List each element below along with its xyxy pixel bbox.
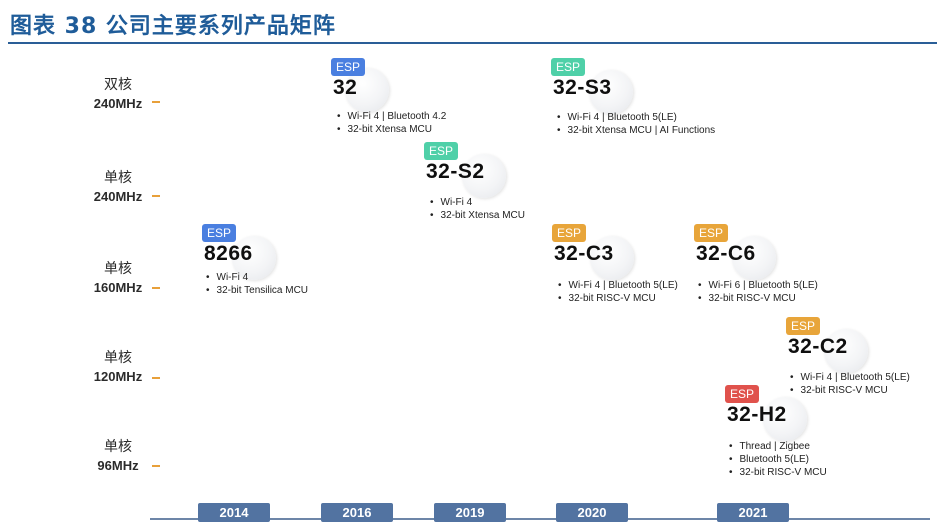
chip-name: 32-C3	[554, 242, 614, 265]
chip-badge: ESP	[551, 58, 585, 76]
year-label: 2016	[321, 503, 393, 522]
chip-name: 32-C2	[788, 335, 848, 358]
chip-features-esp32: Wi-Fi 4 | Bluetooth 4.2 32-bit Xtensa MC…	[337, 110, 447, 136]
row-tick	[152, 287, 160, 289]
row-tick	[152, 195, 160, 197]
feature-item: 32-bit Xtensa MCU	[430, 209, 525, 222]
feature-item: Wi-Fi 4 | Bluetooth 4.2	[337, 110, 447, 123]
row-cores: 单核	[104, 261, 132, 277]
feature-item: 32-bit Tensilica MCU	[206, 284, 309, 297]
row-tick	[152, 377, 160, 379]
feature-item: Wi-Fi 4 | Bluetooth 5(LE)	[558, 279, 678, 292]
feature-item: 32-bit RISC-V MCU	[558, 292, 678, 305]
chip-badge: ESP	[694, 224, 728, 242]
feature-item: 32-bit RISC-V MCU	[790, 384, 910, 397]
figure-title: 图表 38 公司主要系列产品矩阵	[10, 14, 336, 39]
feature-item: 32-bit RISC-V MCU	[698, 292, 818, 305]
row-cores: 单核	[104, 170, 132, 186]
row-freq: 96MHz	[97, 458, 139, 473]
chip-name: 8266	[204, 242, 253, 265]
chip-name: 32-S2	[426, 160, 485, 183]
year-label: 2021	[717, 503, 789, 522]
chip-features-esp32-s3: Wi-Fi 4 | Bluetooth 5(LE) 32-bit Xtensa …	[557, 111, 716, 137]
feature-item: Thread | Zigbee	[729, 440, 827, 453]
chip-badge: ESP	[424, 142, 458, 160]
row-freq: 240MHz	[93, 189, 143, 204]
row-cores: 单核	[104, 350, 132, 366]
title-divider	[8, 42, 937, 44]
chip-badge: ESP	[552, 224, 586, 242]
chip-circle	[590, 236, 634, 280]
feature-item: 32-bit RISC-V MCU	[729, 466, 827, 479]
feature-item: Bluetooth 5(LE)	[729, 453, 827, 466]
year-label: 2014	[198, 503, 270, 522]
chip-badge: ESP	[202, 224, 236, 242]
row-tick	[152, 101, 160, 103]
chip-name: 32	[333, 76, 358, 99]
feature-item: Wi-Fi 4	[430, 196, 525, 209]
chip-name: 32-S3	[553, 76, 612, 99]
feature-item: 32-bit Xtensa MCU	[337, 123, 446, 136]
row-cores: 单核	[104, 439, 132, 455]
row-tick	[152, 465, 160, 467]
chip-badge: ESP	[725, 385, 759, 403]
row-label-dual-240: 双核 240MHz	[82, 74, 154, 111]
chip-circle	[732, 236, 776, 280]
row-label-single-120: 单核 120MHz	[82, 347, 154, 384]
timeline-axis	[150, 518, 930, 520]
chip-badge: ESP	[786, 317, 820, 335]
chip-name: 32-C6	[696, 242, 756, 265]
row-label-single-160: 单核 160MHz	[82, 258, 154, 295]
chip-badge: ESP	[331, 58, 365, 76]
chip-features-esp32-s2: Wi-Fi 4 32-bit Xtensa MCU	[430, 196, 525, 222]
row-label-single-96: 单核 96MHz	[82, 436, 154, 473]
feature-item: 32-bit Xtensa MCU | AI Functions	[557, 124, 716, 137]
year-label: 2019	[434, 503, 506, 522]
chip-features-esp32-c2: Wi-Fi 4 | Bluetooth 5(LE) 32-bit RISC-V …	[790, 371, 910, 397]
row-freq: 160MHz	[93, 280, 143, 295]
chip-circle	[763, 397, 807, 441]
chip-features-esp32-c3: Wi-Fi 4 | Bluetooth 5(LE) 32-bit RISC-V …	[558, 279, 678, 305]
chip-features-esp32-c6: Wi-Fi 6 | Bluetooth 5(LE) 32-bit RISC-V …	[698, 279, 818, 305]
row-freq: 240MHz	[93, 96, 143, 111]
chip-circle	[589, 70, 633, 114]
row-label-single-240: 单核 240MHz	[82, 167, 154, 204]
chip-features-esp32-h2: Thread | Zigbee Bluetooth 5(LE) 32-bit R…	[729, 440, 827, 479]
row-cores: 双核	[104, 77, 132, 93]
feature-item: Wi-Fi 4 | Bluetooth 5(LE)	[790, 371, 910, 384]
chip-name: 32-H2	[727, 403, 787, 426]
feature-item: Wi-Fi 6 | Bluetooth 5(LE)	[698, 279, 818, 292]
year-label: 2020	[556, 503, 628, 522]
feature-item: Wi-Fi 4	[206, 271, 308, 284]
chip-features-esp8266: Wi-Fi 4 32-bit Tensilica MCU	[206, 271, 309, 297]
chip-circle	[824, 329, 868, 373]
chip-circle	[462, 154, 506, 198]
row-freq: 120MHz	[93, 369, 143, 384]
feature-item: Wi-Fi 4 | Bluetooth 5(LE)	[557, 111, 715, 124]
